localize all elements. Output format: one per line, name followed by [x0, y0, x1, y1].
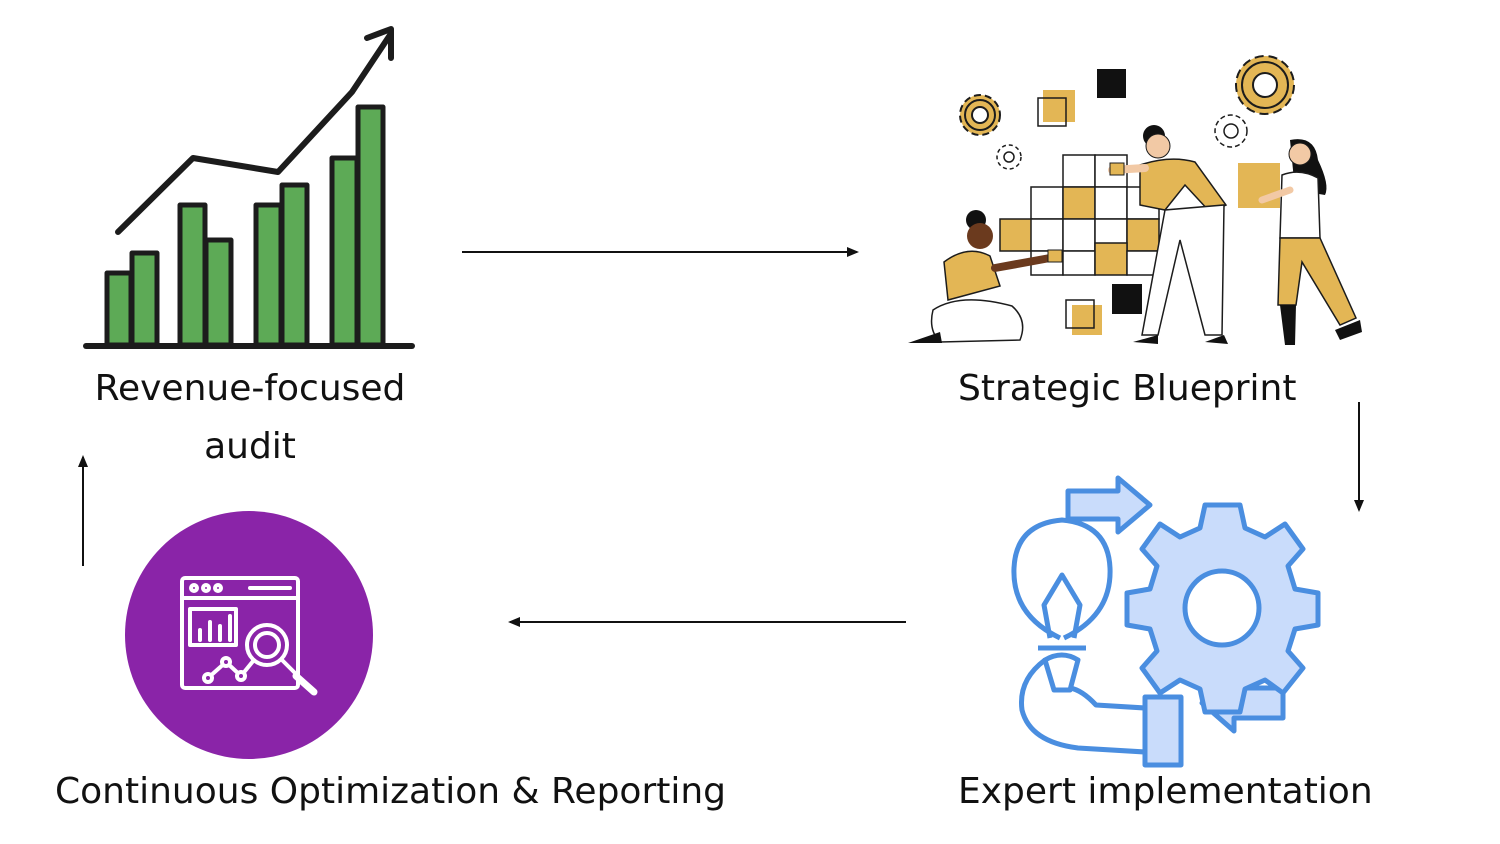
gear-icon	[959, 94, 1001, 136]
gear-icon	[996, 114, 1248, 170]
gear-icon	[1235, 55, 1295, 115]
step-audit-label-line2: audit	[204, 426, 296, 467]
puzzle-grid	[999, 154, 1160, 276]
step-implementation-label: Expert implementation	[958, 771, 1373, 812]
step-blueprint-label: Strategic Blueprint	[958, 368, 1297, 409]
gear-icon	[1124, 502, 1321, 715]
hand-icon	[1018, 657, 1184, 768]
arrow-right-icon	[1065, 475, 1153, 535]
analytics-magnifier-icon	[125, 511, 373, 759]
growth-bar-chart-icon	[83, 26, 415, 349]
standing-woman	[1258, 139, 1362, 345]
lightbulb-icon	[1011, 517, 1113, 693]
team-building-puzzle-illustration	[908, 55, 1362, 345]
step-audit-label: Revenue-focused audit	[60, 360, 440, 476]
lightbulb-gear-hand-icon	[1011, 475, 1321, 768]
kneeling-person	[908, 210, 1063, 343]
step-optimization-label: Continuous Optimization & Reporting	[55, 771, 727, 812]
step-audit-label-line1: Revenue-focused	[94, 368, 406, 409]
standing-man	[1108, 125, 1228, 344]
